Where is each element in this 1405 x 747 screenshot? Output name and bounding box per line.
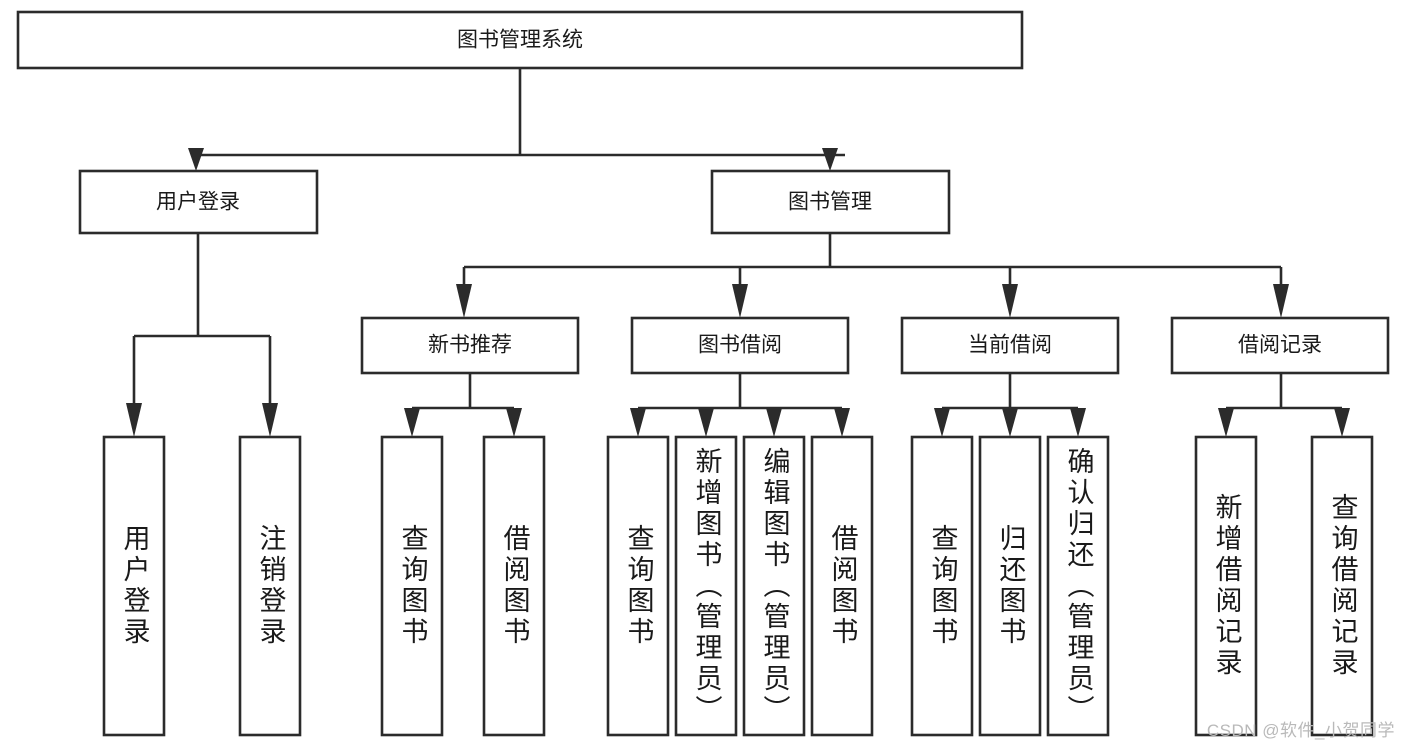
node-box-user-login[interactable]	[78, 169, 319, 235]
leaf-box-borrow-book-2[interactable]	[810, 435, 874, 737]
arrow-nbr-leaf2	[506, 408, 522, 437]
node-box-group: 图书管理系统 用户登录 图书管理 新书推荐 图书借阅 当前借阅 借阅记录	[16, 10, 1390, 375]
leaf-box-user-login[interactable]	[102, 435, 166, 737]
leaf-box-edit-book-admin[interactable]	[742, 435, 806, 737]
arrow-bb-leaf2	[698, 408, 714, 437]
connector-group-root	[188, 68, 845, 171]
leaf-box-return-book[interactable]	[978, 435, 1042, 737]
node-label-new-book-rec: 新书推荐	[428, 334, 512, 357]
leaf-box-query-book-1[interactable]	[380, 435, 444, 737]
arrow-to-new-book-rec	[456, 284, 472, 318]
connector-group-book-borrow	[630, 373, 850, 437]
arrow-to-leaf-logout	[262, 403, 278, 437]
leaf-box-add-book-admin[interactable]	[674, 435, 738, 737]
node-label-book-borrow: 图书借阅	[698, 334, 782, 357]
node-box-book-borrow[interactable]	[630, 316, 850, 375]
arrow-to-user-login	[188, 148, 204, 171]
node-label-current-borrow: 当前借阅	[968, 334, 1052, 357]
leaf-box-confirm-return-admin[interactable]	[1046, 435, 1110, 737]
arrow-br-leaf2	[1334, 408, 1350, 437]
connector-group-book-manage	[456, 233, 1289, 318]
arrow-to-book-manage	[822, 148, 838, 171]
arrow-bb-leaf1	[630, 408, 646, 437]
node-box-new-book-rec[interactable]	[360, 316, 580, 375]
connector-group-user-login	[126, 233, 278, 437]
node-box-borrow-record[interactable]	[1170, 316, 1390, 375]
arrow-to-borrow-record	[1273, 284, 1289, 318]
arrow-to-book-borrow	[732, 284, 748, 318]
node-label-root: 图书管理系统	[457, 29, 583, 52]
arrow-cb-leaf2	[1002, 408, 1018, 437]
connector-group-current-borrow	[934, 373, 1086, 437]
arrow-nbr-leaf1	[404, 408, 420, 437]
node-label-book-manage: 图书管理	[788, 191, 872, 214]
arrow-bb-leaf4	[834, 408, 850, 437]
leaf-box-query-book-3[interactable]	[910, 435, 974, 737]
node-label-borrow-record: 借阅记录	[1238, 334, 1322, 357]
arrow-cb-leaf1	[934, 408, 950, 437]
leaf-box-query-book-2[interactable]	[606, 435, 670, 737]
arrow-cb-leaf3	[1070, 408, 1086, 437]
connector-group-new-book-rec	[404, 373, 522, 437]
arrow-bb-leaf3	[766, 408, 782, 437]
leaf-box-borrow-book-1[interactable]	[482, 435, 546, 737]
arrow-to-leaf-user-login	[126, 403, 142, 437]
leaf-box-add-borrow-record[interactable]	[1194, 435, 1258, 737]
node-box-root[interactable]	[16, 10, 1024, 70]
arrow-br-leaf1	[1218, 408, 1234, 437]
arrow-to-current-borrow	[1002, 284, 1018, 318]
connector-group-borrow-record	[1218, 373, 1350, 437]
leaf-box-logout[interactable]	[238, 435, 302, 737]
node-box-book-manage[interactable]	[710, 169, 951, 235]
node-box-current-borrow[interactable]	[900, 316, 1120, 375]
leaf-box-query-borrow-record[interactable]	[1310, 435, 1374, 737]
node-label-user-login: 用户登录	[156, 191, 240, 214]
leaf-box-group	[102, 435, 1374, 737]
